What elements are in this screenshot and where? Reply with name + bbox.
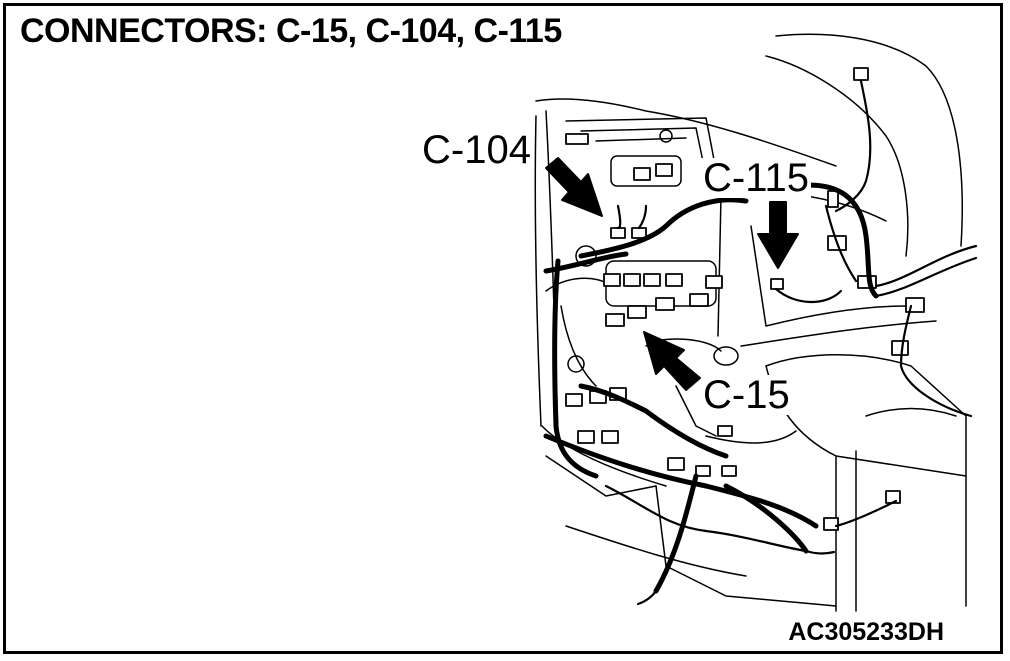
c115-arrow — [757, 201, 799, 269]
wiring-thin — [604, 79, 978, 606]
connector-blocks — [565, 67, 925, 531]
c104-arrow — [545, 157, 603, 217]
callout-c115: C-115 — [701, 156, 811, 200]
callout-c15: C-15 — [701, 373, 792, 417]
callout-c104: C-104 — [420, 128, 533, 172]
diagram-frame: CONNECTORS: C-15, C-104, C-115 — [3, 3, 1003, 654]
pointer-arrows — [545, 157, 799, 391]
diagram-title: CONNECTORS: C-15, C-104, C-115 — [20, 12, 562, 50]
c15-arrow — [643, 331, 701, 391]
figure-code: AC305233DH — [788, 618, 944, 646]
dashboard-outline — [534, 33, 967, 612]
dashboard-illustration — [534, 33, 978, 612]
wiring-harness — [543, 182, 879, 594]
